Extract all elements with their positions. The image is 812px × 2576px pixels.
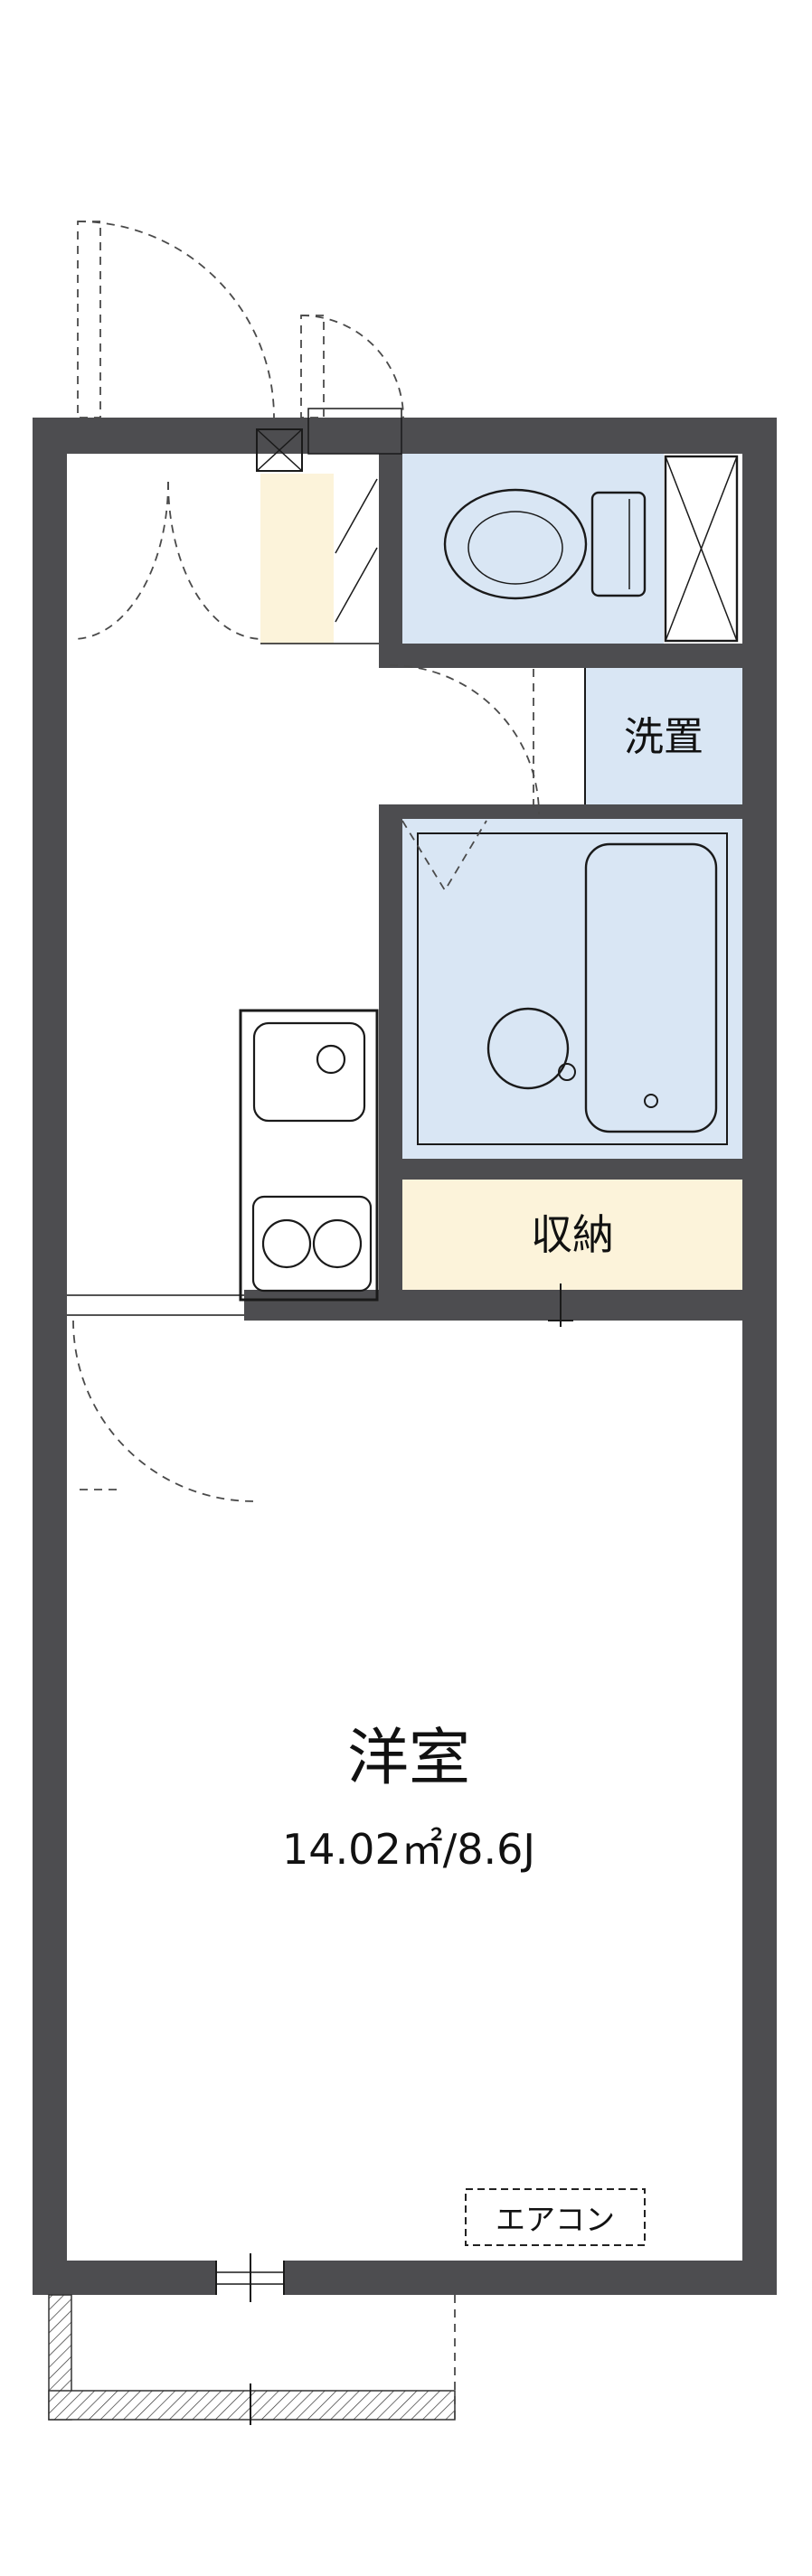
opening-lines	[67, 478, 586, 1316]
outer-walls	[33, 418, 777, 2295]
kitchen-sink	[252, 1021, 366, 1123]
entrance-door-opening	[307, 408, 402, 455]
bath-washing-area	[486, 1007, 570, 1090]
door-swings	[72, 221, 540, 1502]
pipe-space	[664, 454, 742, 644]
bathroom-door-arc	[389, 664, 540, 815]
closet-door-arc-left	[72, 481, 169, 640]
bathtub-drain	[644, 1094, 658, 1108]
bathroom-folding-door	[401, 820, 487, 892]
meter-box	[256, 428, 303, 472]
closet-door-mark	[548, 1283, 573, 1327]
bathroom-unit	[401, 820, 728, 1145]
closet-door-arc-right	[167, 481, 263, 640]
toilet-room	[402, 454, 664, 644]
stove-burner-right	[312, 1218, 363, 1269]
washer-space-label: 洗置	[624, 714, 703, 760]
kitchen-stove	[251, 1195, 373, 1293]
storage-label: 収納	[531, 1210, 614, 1259]
balcony-window	[215, 2253, 285, 2302]
kitchen-faucet	[316, 1044, 346, 1075]
stove-burner-left	[261, 1218, 312, 1269]
toilet-fixture	[443, 488, 647, 600]
main-room-door-arc	[72, 1320, 255, 1502]
kitchen-counter	[239, 1009, 379, 1302]
balcony-bottom-wall	[48, 2390, 456, 2421]
entrance-genkan	[260, 474, 334, 644]
entrance-door-arc	[300, 315, 404, 418]
interior-walls	[244, 454, 742, 1321]
bathroom	[402, 819, 742, 1159]
aircon-label: エアコン	[496, 2202, 615, 2237]
room-size-label: 14.02㎡/8.6J	[282, 1825, 535, 1874]
washer-space	[585, 668, 742, 804]
aircon-box	[465, 2188, 646, 2246]
balcony	[48, 2294, 456, 2425]
entrance-left-door-arc	[77, 221, 275, 418]
bathtub	[584, 842, 718, 1133]
storage-closet	[402, 1180, 742, 1290]
room-name-label: 洋室	[347, 1723, 470, 1794]
entrance-door-leaf	[300, 315, 325, 418]
entrance-left-door-leaf	[77, 221, 101, 418]
